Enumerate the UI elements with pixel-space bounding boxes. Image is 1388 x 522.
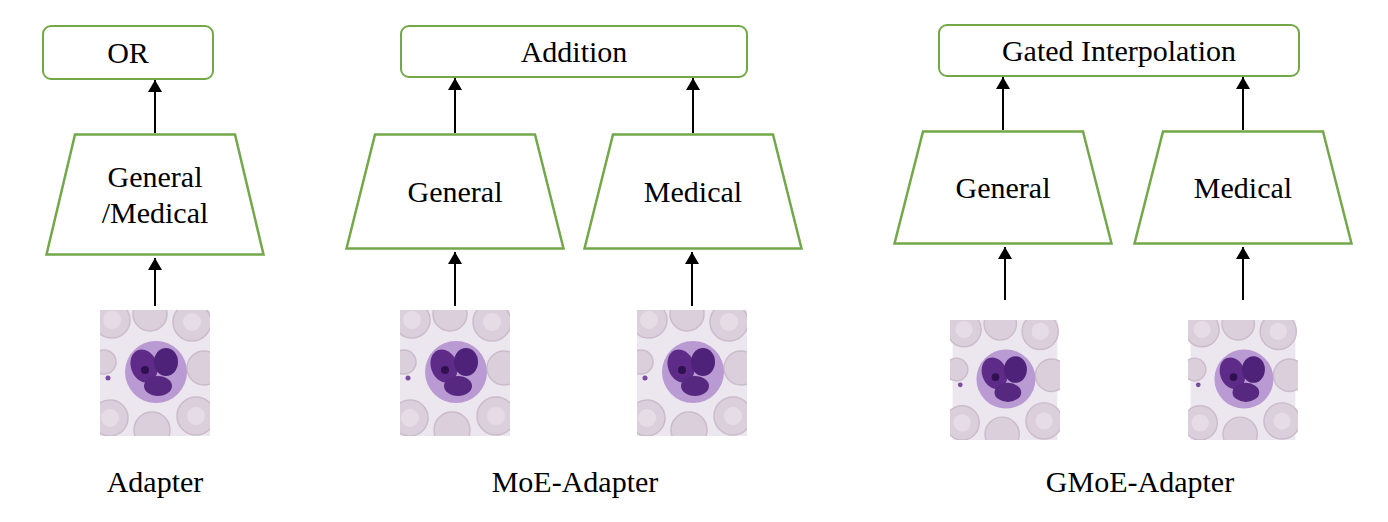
node-label: Medical bbox=[644, 174, 742, 210]
method-label: Adapter bbox=[107, 464, 204, 500]
node-label: General bbox=[956, 170, 1051, 206]
method-label: GMoE-Adapter bbox=[1046, 464, 1234, 500]
expert-trapezoid: General bbox=[345, 133, 565, 250]
node-label: Gated Interpolation bbox=[1002, 33, 1236, 69]
expert-trapezoid: Medical bbox=[1133, 130, 1353, 245]
text-group: Addition bbox=[521, 34, 628, 70]
expert-trapezoid: General /Medical bbox=[45, 133, 265, 256]
text-group: General bbox=[956, 170, 1051, 206]
text-group: OR bbox=[107, 35, 149, 71]
node-label: OR bbox=[107, 35, 149, 71]
text-group: Medical bbox=[644, 174, 742, 210]
blood-cell-image bbox=[92, 297, 221, 448]
fusion-box: Addition bbox=[400, 25, 748, 78]
node-label: General bbox=[408, 174, 503, 210]
input-arrow bbox=[1242, 247, 1244, 300]
blood-cell-image bbox=[392, 297, 521, 448]
blood-cell-image bbox=[945, 308, 1068, 452]
node-label: General /Medical bbox=[83, 159, 227, 231]
input-arrow bbox=[691, 252, 693, 306]
connector-arrow bbox=[154, 80, 156, 133]
input-arrow bbox=[454, 252, 456, 306]
connector-arrow bbox=[1242, 77, 1244, 130]
fusion-box: Gated Interpolation bbox=[938, 24, 1300, 77]
text-group: General /Medical bbox=[83, 159, 227, 231]
method-label: MoE-Adapter bbox=[492, 464, 659, 500]
blood-cell-image bbox=[629, 297, 758, 448]
text-group: Gated Interpolation bbox=[1002, 33, 1236, 69]
input-arrow bbox=[154, 258, 156, 306]
blood-cell-image bbox=[1183, 308, 1306, 452]
text-group: General bbox=[408, 174, 503, 210]
fusion-box: OR bbox=[42, 25, 214, 80]
connector-arrow bbox=[454, 78, 456, 133]
trapezoid-outline bbox=[45, 133, 265, 256]
node-label: Addition bbox=[521, 34, 628, 70]
connector-arrow bbox=[1002, 77, 1004, 130]
node-label: Medical bbox=[1194, 170, 1292, 206]
expert-trapezoid: General bbox=[893, 130, 1113, 245]
expert-trapezoid: Medical bbox=[583, 133, 803, 250]
input-arrow bbox=[1004, 247, 1006, 300]
connector-arrow bbox=[692, 78, 694, 133]
text-group: Medical bbox=[1194, 170, 1292, 206]
